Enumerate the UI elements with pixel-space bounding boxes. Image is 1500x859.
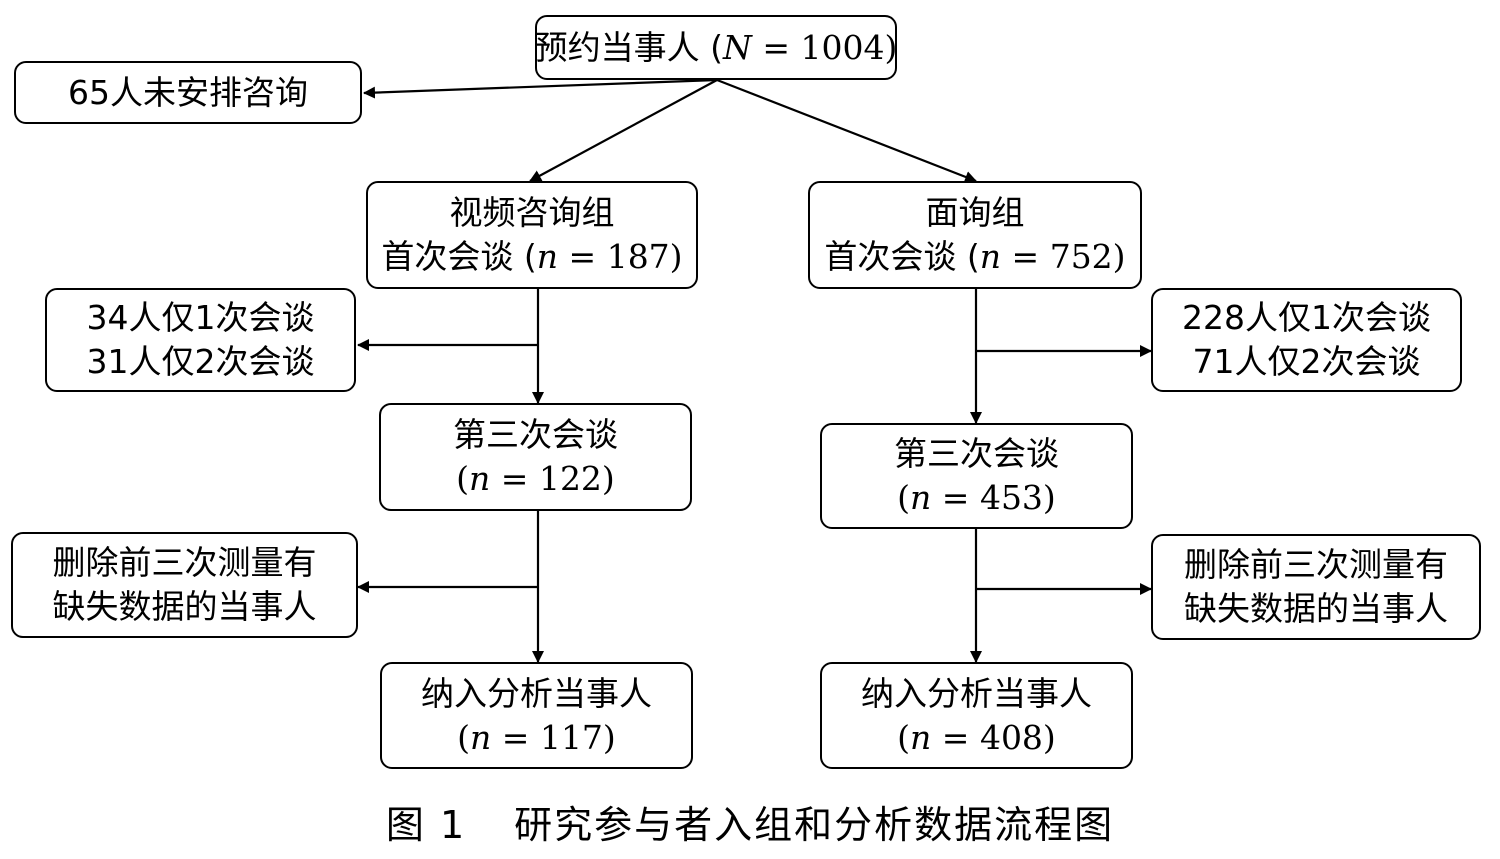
video-missing-line1: 删除前三次测量有 (52, 543, 317, 582)
unscheduled-label: 65人未安排咨询 (68, 72, 308, 112)
figure-caption-text: 研究参与者入组和分析数据流程图 (514, 803, 1115, 847)
inperson-third-var: n (910, 478, 932, 517)
video-third-session-title: 第三次会谈 (453, 415, 618, 454)
video-missing-data-box: 删除前三次测量有 缺失数据的当事人 (11, 532, 358, 638)
inperson-third-session-title: 第三次会谈 (894, 434, 1059, 473)
video-analyzed-count: = 117) (491, 717, 616, 757)
video-third-session-box: 第三次会谈 (n = 122) (379, 403, 692, 511)
video-group-var: n (536, 237, 559, 276)
video-third-session-count-line: (n = 122) (456, 457, 615, 501)
video-analyzed-title: 纳入分析当事人 (421, 673, 652, 713)
video-group-box: 视频咨询组 首次会谈 (n = 187) (366, 181, 698, 289)
video-third-var: n (469, 459, 491, 498)
edge-enrolled-to-unscheduled (363, 78, 718, 99)
inperson-third-session-count-line: (n = 453) (897, 476, 1056, 520)
video-dropout-box: 34人仅1次会谈 31人仅2次会谈 (45, 288, 356, 392)
video-missing-line2: 缺失数据的当事人 (52, 587, 317, 626)
inperson-dropout-line1: 228人仅1次会谈 (1182, 298, 1431, 337)
enrolled-clients-prefix: 预约当事人 ( (534, 27, 723, 67)
enrolled-clients-box: 预约当事人 (N = 1004) (535, 15, 897, 80)
video-third-count: = 122) (490, 459, 615, 498)
inperson-analyzed-open-paren: ( (897, 717, 911, 757)
inperson-missing-line2: 缺失数据的当事人 (1184, 589, 1448, 628)
figure-caption: 图 1 研究参与者入组和分析数据流程图 (0, 800, 1500, 850)
inperson-analyzed-count: = 408) (931, 717, 1056, 757)
inperson-group-count: = 752) (1001, 237, 1126, 276)
video-group-first-session-prefix: 首次会谈 ( (381, 237, 537, 276)
inperson-group-box: 面询组 首次会谈 (n = 752) (808, 181, 1142, 289)
edge-enrolled-to-video-group (529, 79, 718, 182)
inperson-group-title: 面询组 (925, 193, 1025, 232)
video-analyzed-var: n (470, 717, 492, 757)
video-group-title: 视频咨询组 (449, 193, 615, 232)
enrolled-clients-label: 预约当事人 (N = 1004) (535, 26, 898, 70)
inperson-analyzed-var: n (910, 717, 932, 757)
inperson-dropout-box: 228人仅1次会谈 71人仅2次会谈 (1151, 288, 1462, 392)
figure-number: 图 1 (385, 803, 467, 847)
inperson-group-var: n (979, 237, 1002, 276)
inperson-dropout-line2: 71人仅2次会谈 (1192, 342, 1421, 381)
inperson-third-open-paren: ( (897, 478, 911, 517)
inperson-analyzed-title: 纳入分析当事人 (861, 673, 1092, 713)
edge-enrolled-to-inperson-group (716, 78, 977, 183)
video-group-first-session: 首次会谈 (n = 187) (381, 235, 682, 279)
inperson-third-count: = 453) (931, 478, 1056, 517)
inperson-group-first-session: 首次会谈 (n = 752) (824, 235, 1125, 279)
inperson-analyzed-count-line: (n = 408) (897, 716, 1056, 760)
enrolled-clients-var: N (723, 27, 752, 67)
video-analyzed-count-line: (n = 117) (457, 716, 616, 760)
video-dropout-line1: 34人仅1次会谈 (86, 298, 315, 337)
video-third-open-paren: ( (456, 459, 470, 498)
inperson-missing-line1: 删除前三次测量有 (1184, 545, 1448, 584)
video-analyzed-box: 纳入分析当事人 (n = 117) (380, 662, 693, 769)
inperson-third-session-box: 第三次会谈 (n = 453) (820, 423, 1133, 529)
inperson-missing-data-box: 删除前三次测量有 缺失数据的当事人 (1151, 534, 1481, 640)
unscheduled-box: 65人未安排咨询 (14, 61, 362, 124)
enrolled-clients-count: = 1004) (751, 27, 898, 67)
video-dropout-line2: 31人仅2次会谈 (86, 342, 315, 381)
video-group-count: = 187) (558, 237, 683, 276)
inperson-group-first-session-prefix: 首次会谈 ( (824, 237, 980, 276)
video-analyzed-open-paren: ( (457, 717, 471, 757)
inperson-analyzed-box: 纳入分析当事人 (n = 408) (820, 662, 1133, 769)
